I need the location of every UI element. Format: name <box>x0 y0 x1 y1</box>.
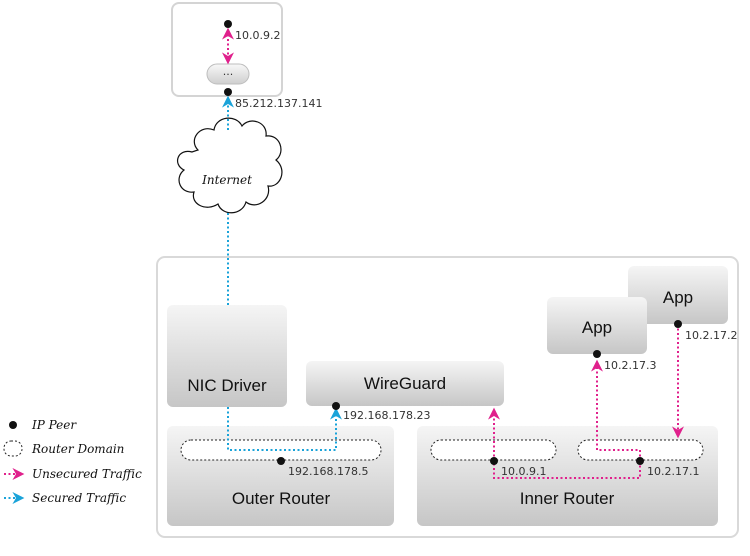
legend-unsecured-label: Unsecured Traffic <box>32 467 142 481</box>
internet-cloud <box>176 117 283 214</box>
peer-dot-public <box>224 88 232 96</box>
internet-label: Internet <box>201 173 252 187</box>
wireguard-box <box>306 361 504 406</box>
outer-router-label: Outer Router <box>232 489 331 508</box>
legend-secured-label: Secured Traffic <box>32 491 126 505</box>
peer-dot-inner-left <box>490 457 498 465</box>
outer-router-secured-path <box>227 407 342 451</box>
app-box-2 <box>628 266 728 324</box>
nic-driver-label: NIC Driver <box>187 376 267 395</box>
legend: IP Peer Router Domain Unsecured Traffic … <box>3 418 142 505</box>
legend-ip-peer-icon <box>9 421 17 429</box>
legend-router-domain-label: Router Domain <box>31 442 124 456</box>
app-box-1 <box>547 297 647 354</box>
ip-app1: 10.2.17.3 <box>604 359 656 372</box>
app-1-label: App <box>582 318 612 337</box>
app-2-label: App <box>663 288 693 307</box>
legend-router-domain-icon <box>3 440 23 457</box>
inner-router-to-wireguard-path <box>488 407 641 479</box>
wireguard-label: WireGuard <box>364 374 446 393</box>
nic-driver-box <box>167 305 287 407</box>
ip-inner-right: 10.2.17.1 <box>647 465 699 478</box>
peer-dot-wireguard <box>332 402 340 410</box>
ip-wireguard: 192.168.178.23 <box>343 409 430 422</box>
peer-dot-app2 <box>674 320 682 328</box>
peer-dot-app1 <box>593 350 601 358</box>
ip-remote-peer: 10.0.9.2 <box>235 29 280 42</box>
ip-remote-public: 85.212.137.141 <box>235 97 322 110</box>
ip-inner-left: 10.0.9.1 <box>501 465 546 478</box>
ip-app2: 10.2.17.2 <box>685 329 737 342</box>
legend-ip-peer-label: IP Peer <box>31 418 77 432</box>
inner-router-to-app1-path <box>591 359 641 461</box>
inner-router-label: Inner Router <box>520 489 615 508</box>
peer-dot-remote <box>224 20 232 28</box>
peer-dot-outer-router <box>277 457 285 465</box>
ip-outer-router: 192.168.178.5 <box>288 465 368 478</box>
remote-router-label: ··· <box>223 68 234 81</box>
peer-dot-inner-right <box>636 457 644 465</box>
